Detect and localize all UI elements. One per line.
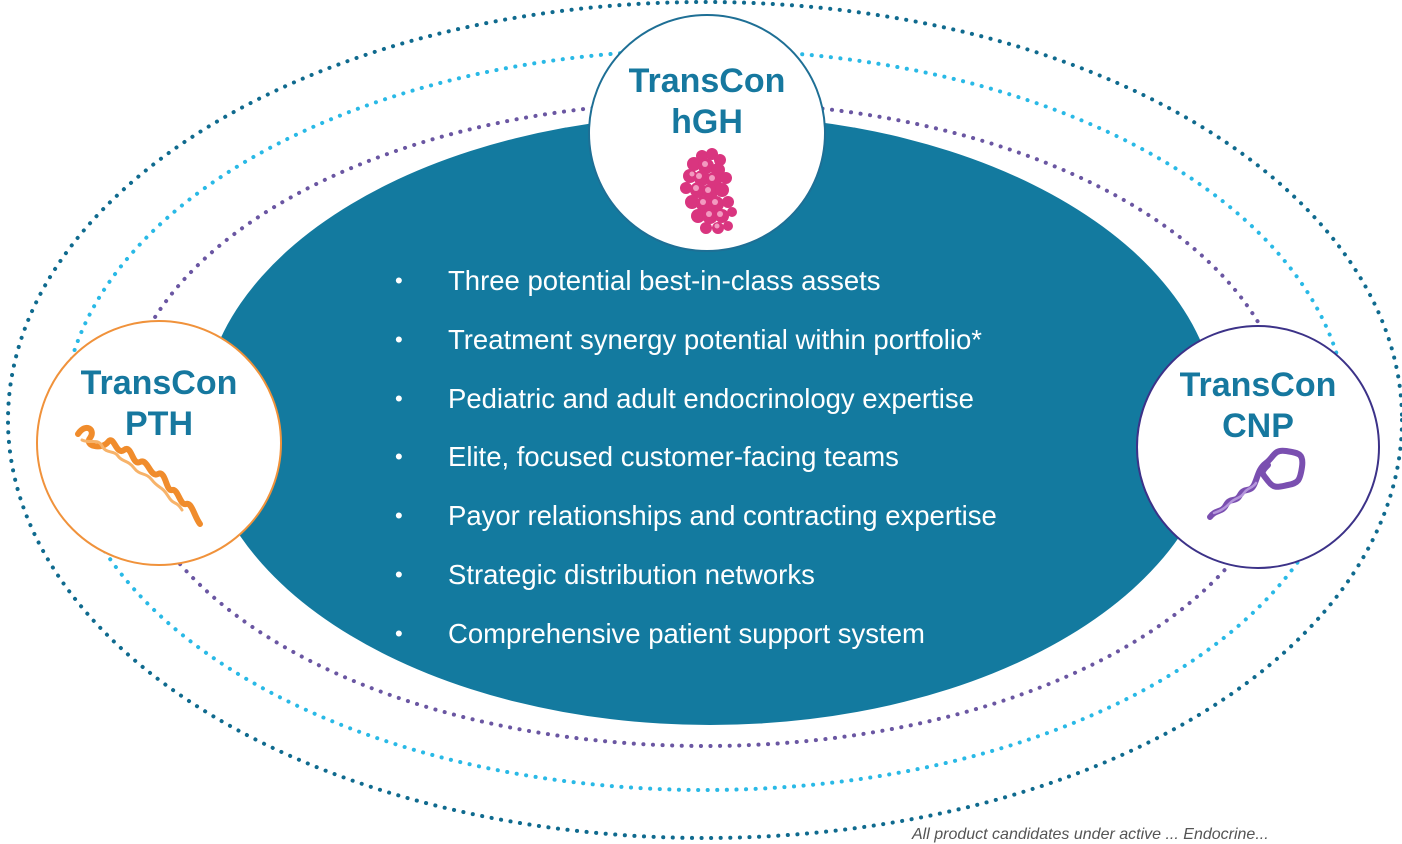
transcon-pth-node: TransCon PTH — [36, 320, 282, 566]
capability-item: • Pediatric and adult endocrinology exper… — [395, 376, 1115, 435]
capability-item: • Elite, focused customer-facing teams — [395, 434, 1115, 493]
transcon-cnp-title: TransCon CNP — [1138, 365, 1378, 447]
transcon-cnp-node: TransCon CNP — [1136, 325, 1380, 569]
capability-item: • Strategic distribution networks — [395, 552, 1115, 611]
bullet-icon: • — [395, 503, 403, 529]
outer-dotted-ring — [6, 0, 1402, 840]
capability-text: Elite, focused customer-facing teams — [448, 441, 899, 473]
bullet-icon: • — [395, 385, 403, 411]
globular-protein-icon — [680, 148, 737, 234]
bullet-icon: • — [395, 620, 403, 646]
looped-peptide-icon — [1207, 447, 1306, 520]
transcon-pth-title: TransCon PTH — [38, 363, 280, 445]
node-title-line1: TransCon — [1179, 366, 1337, 404]
node-title-line1: TransCon — [628, 62, 786, 100]
capability-text: Comprehensive patient support system — [448, 617, 925, 649]
transcon-hgh-node: TransCon hGH — [588, 14, 826, 252]
node-title-line2: hGH — [671, 103, 743, 141]
capability-text: Strategic distribution networks — [448, 558, 815, 590]
node-title-line2: PTH — [125, 405, 193, 443]
transcon-hgh-title: TransCon hGH — [590, 61, 824, 143]
capability-item: • Payor relationships and contracting exp… — [395, 493, 1115, 552]
helical-peptide-icon — [75, 424, 203, 527]
node-title-line2: CNP — [1222, 407, 1294, 445]
capabilities-list: • Three potential best-in-class assets • T… — [395, 258, 1115, 670]
capability-text: Payor relationships and contracting expe… — [448, 500, 997, 532]
capability-item: • Three potential best-in-class assets — [395, 258, 1115, 317]
node-title-line1: TransCon — [80, 364, 238, 402]
bullet-icon: • — [395, 326, 403, 352]
bullet-icon: • — [395, 561, 403, 587]
bullet-icon: • — [395, 444, 403, 470]
central-hub — [202, 115, 1218, 725]
capability-item: • Comprehensive patient support system — [395, 611, 1115, 670]
capability-text: Treatment synergy potential within portf… — [448, 323, 982, 355]
capability-text: Pediatric and adult endocrinology expert… — [448, 382, 974, 414]
capability-text: Three potential best-in-class assets — [448, 265, 881, 296]
capability-item: • Treatment synergy potential within port… — [395, 317, 1115, 376]
bullet-icon: • — [395, 268, 403, 293]
footnote: All product candidates under active ... … — [912, 826, 1269, 843]
